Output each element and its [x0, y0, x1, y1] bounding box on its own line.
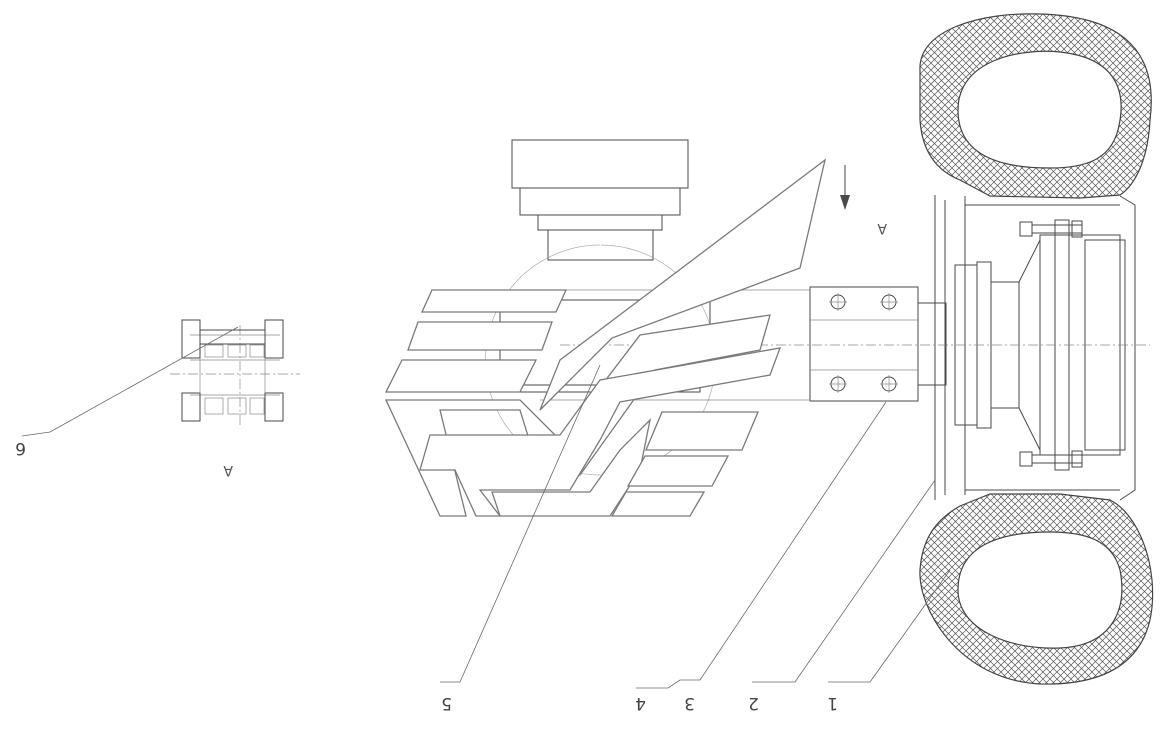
tire-upper-section — [919, 13, 1152, 199]
bolt-head-3 — [829, 375, 847, 393]
mounting-bracket — [540, 286, 947, 402]
part-label-2: 2 — [748, 693, 759, 713]
view-mark-label: A — [877, 220, 887, 236]
bolt-lower — [1019, 450, 1083, 468]
leaders — [21, 326, 951, 689]
chain-link-top — [181, 319, 284, 359]
part-label-3: 3 — [684, 693, 695, 713]
chain-link-bottom — [181, 392, 284, 422]
bolt-head-1 — [829, 293, 847, 311]
tire-lower-section — [919, 493, 1154, 685]
bolt-head-4 — [880, 375, 898, 393]
detail-view-label: A — [223, 462, 233, 478]
watermark-logo — [384, 158, 827, 517]
part-label-4: 4 — [635, 693, 646, 713]
part-label-5: 5 — [441, 693, 452, 713]
bolt-upper — [1019, 220, 1083, 238]
wheel-assembly — [560, 13, 1154, 685]
view-arrow — [840, 165, 850, 210]
bolt-head-2 — [880, 293, 898, 311]
detail-view-a — [170, 319, 300, 425]
part-label-6: 6 — [15, 438, 26, 458]
part-label-1: 1 — [827, 693, 838, 713]
